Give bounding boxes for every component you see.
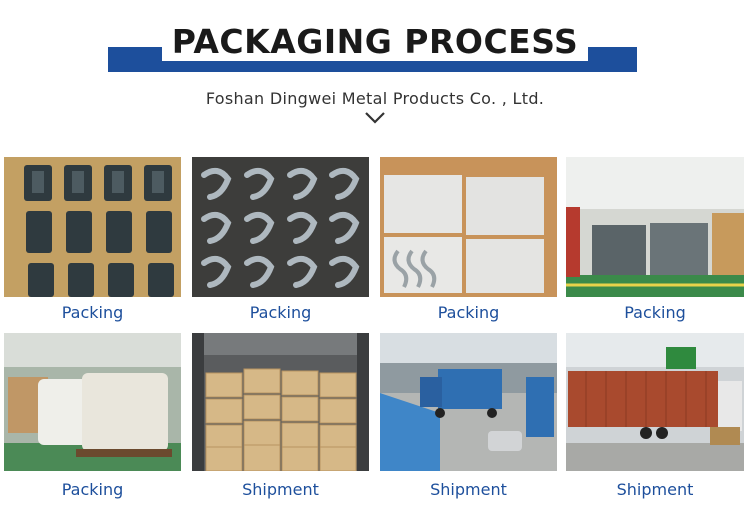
tile-caption: Packing [61,480,124,499]
tile-caption: Packing [249,303,312,322]
photo-red-container-truck [566,333,744,471]
chevron-down-icon [365,112,385,124]
photo-zinc-brackets [192,157,369,297]
photo-container-cartons [192,333,369,471]
tile-caption: Shipment [242,480,319,499]
photo-black-brackets [4,157,181,297]
photo-jumbo-bags [4,333,181,471]
tile-caption: Packing [624,303,686,322]
page-title: PACKAGING PROCESS [0,22,750,61]
photo-wrapped-pallets [566,157,744,297]
photo-boxes-s-hooks [380,157,557,297]
tile-caption: Shipment [616,480,694,499]
tile-caption: Packing [61,303,124,322]
company-name: Foshan Dingwei Metal Products Co. , Ltd. [205,89,545,108]
tile-caption: Packing [437,303,500,322]
photo-blue-truck [380,333,557,471]
tile-caption: Shipment [430,480,507,499]
